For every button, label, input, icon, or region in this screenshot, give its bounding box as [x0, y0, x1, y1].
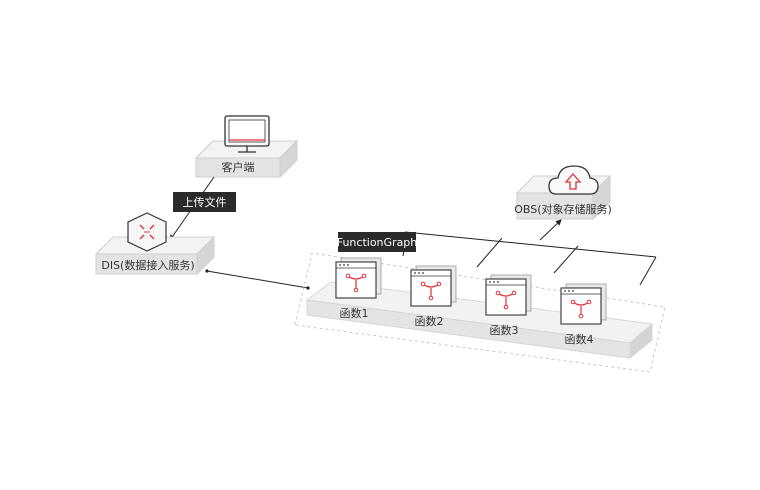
- client-node: 客户端: [194, 115, 299, 179]
- function-icon: [495, 290, 517, 310]
- functiongraph-tag-label: FunctionGraph: [337, 236, 418, 249]
- monitor-icon: [224, 115, 270, 153]
- function-icon: [345, 273, 367, 293]
- dis-to-functiongraph-line: [205, 269, 310, 290]
- dis-node: DIS(数据接入服务): [94, 212, 216, 276]
- function-card-2: 函数2: [410, 265, 457, 328]
- function-icon: [420, 281, 442, 301]
- function-card-3: 函数3: [485, 274, 532, 337]
- cloud-upload-icon: [548, 165, 599, 195]
- upload-tag: 上传文件: [173, 192, 236, 212]
- function-label: 函数3: [490, 324, 519, 337]
- function-label: 函数4: [565, 333, 594, 346]
- obs-label: OBS(对象存储服务): [514, 202, 612, 216]
- function-card-4: 函数4: [560, 283, 607, 346]
- function-label: 函数1: [340, 307, 369, 320]
- function-label: 函数2: [415, 315, 444, 328]
- functions-layer: 函数1 函数2 函数3 函数4: [335, 257, 607, 346]
- functiongraph-container: [294, 252, 666, 373]
- dis-label: DIS(数据接入服务): [101, 258, 194, 272]
- upload-tag-label: 上传文件: [183, 195, 227, 209]
- dis-hexagon-icon: [127, 212, 167, 252]
- functiongraph-tag: FunctionGraph: [337, 232, 418, 252]
- obs-node: OBS(对象存储服务): [514, 165, 612, 221]
- function-icon: [570, 299, 592, 319]
- obs-connector-lines: [402, 219, 657, 286]
- client-label: 客户端: [222, 160, 255, 174]
- function-card-1: 函数1: [335, 257, 382, 320]
